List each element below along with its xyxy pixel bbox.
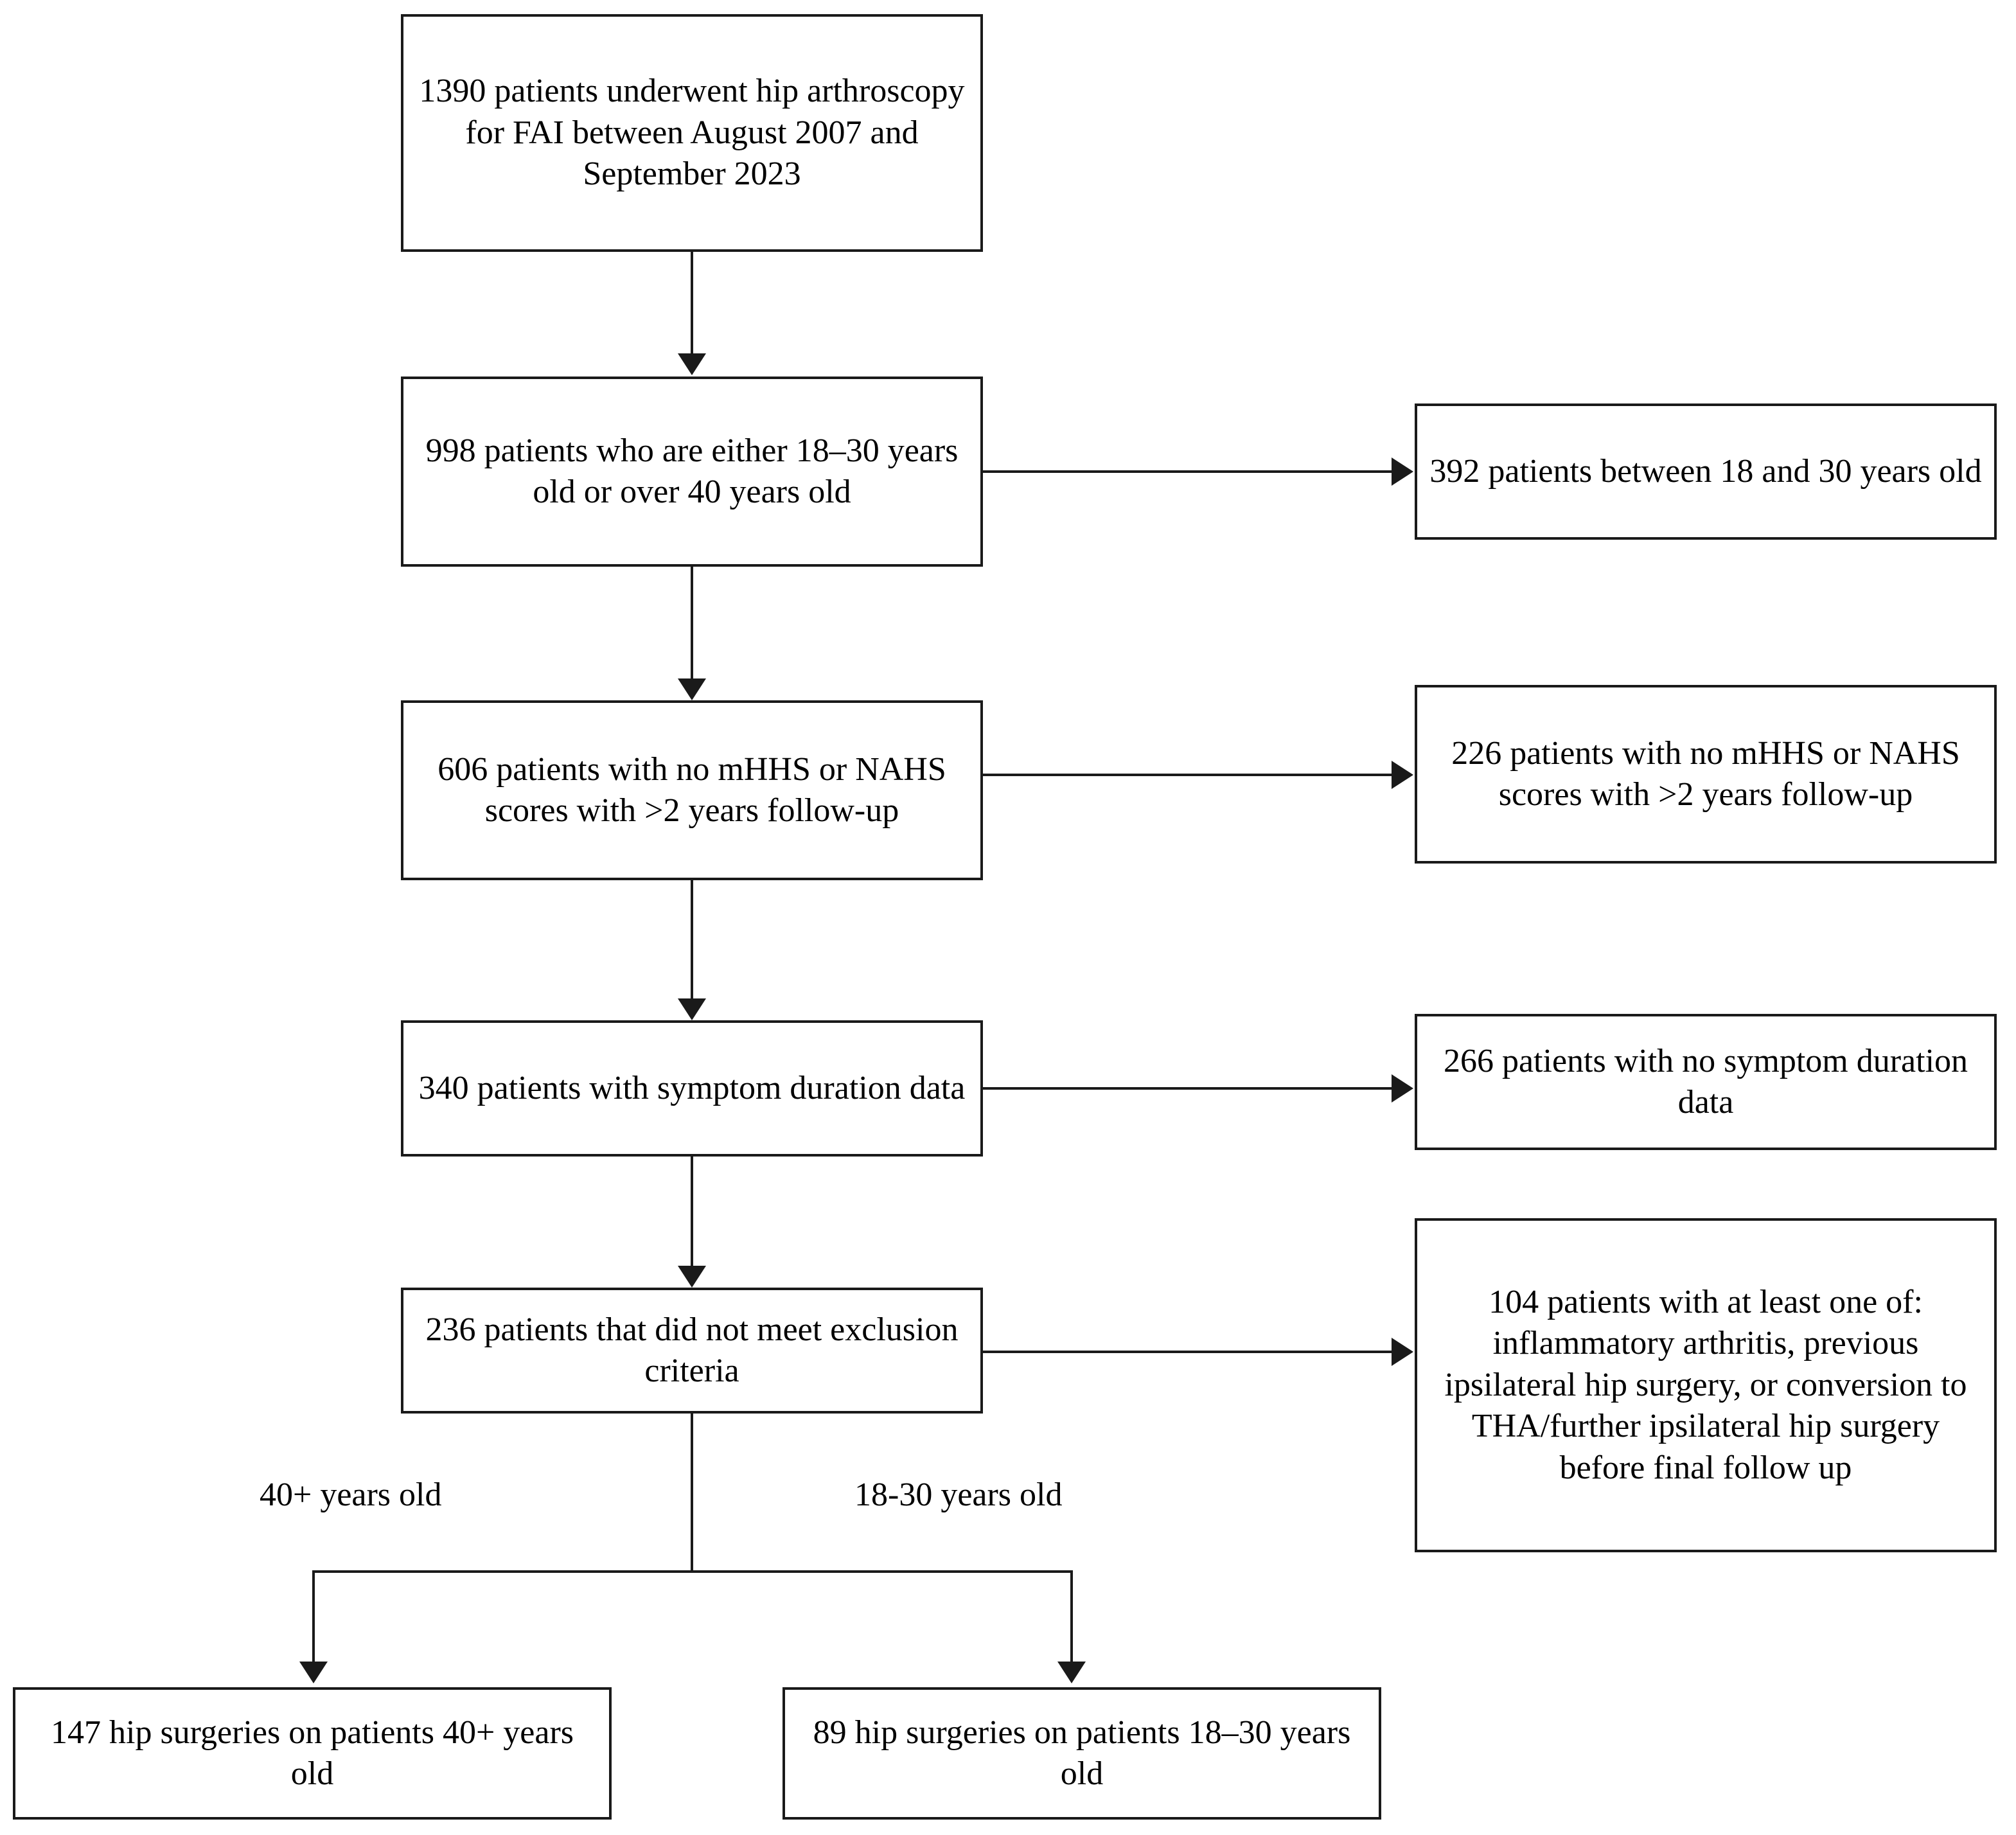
node-no-scores: 606 patients with no mHHS or NAHS scores… xyxy=(401,700,983,880)
connector-scores-to-symptom xyxy=(691,880,693,1000)
node-excluded-scores: 226 patients with no mHHS or NAHS scores… xyxy=(1415,685,1997,864)
arrow-symptom-to-exclusion xyxy=(678,1266,706,1288)
node-excluded-criteria-label: 104 patients with at least one of: infla… xyxy=(1444,1283,1967,1486)
arrow-exclusion-to-excluded xyxy=(1392,1338,1413,1366)
node-excluded-criteria: 104 patients with at least one of: infla… xyxy=(1415,1218,1997,1552)
node-symptom-duration: 340 patients with symptom duration data xyxy=(401,1020,983,1157)
branch-label-right: 18-30 years old xyxy=(854,1476,1063,1513)
node-excluded-scores-label: 226 patients with no mHHS or NAHS scores… xyxy=(1451,734,1960,813)
node-excluded-symptom: 266 patients with no symptom duration da… xyxy=(1415,1014,1997,1150)
connector-age-to-excluded xyxy=(983,470,1393,473)
arrow-age-to-excluded xyxy=(1392,457,1413,486)
branch-label-left: 40+ years old xyxy=(260,1476,442,1513)
node-cohort-younger-label: 89 hip surgeries on patients 18–30 years… xyxy=(813,1714,1351,1792)
node-symptom-duration-label: 340 patients with symptom duration data xyxy=(418,1069,966,1106)
node-excluded-age-label: 392 patients between 18 and 30 years old xyxy=(1429,452,1982,490)
arrow-symptom-to-excluded xyxy=(1392,1074,1413,1103)
node-cohort-older: 147 hip surgeries on patients 40+ years … xyxy=(13,1687,612,1820)
arrow-enrolled-to-age xyxy=(678,353,706,375)
connector-enrolled-to-age xyxy=(691,252,693,355)
connector-scores-to-excluded xyxy=(983,774,1393,776)
connector-symptom-to-exclusion xyxy=(691,1157,693,1267)
node-cohort-older-label: 147 hip surgeries on patients 40+ years … xyxy=(51,1714,574,1792)
node-enrolled-label: 1390 patients underwent hip arthroscopy … xyxy=(419,73,965,193)
connector-exclusion-stem xyxy=(691,1414,693,1573)
node-age-eligible: 998 patients who are either 18–30 years … xyxy=(401,377,983,567)
node-excluded-age: 392 patients between 18 and 30 years old xyxy=(1415,403,1997,540)
node-enrolled: 1390 patients underwent hip arthroscopy … xyxy=(401,14,983,252)
node-no-exclusion-label: 236 patients that did not meet exclusion… xyxy=(425,1311,959,1389)
node-age-eligible-label: 998 patients who are either 18–30 years … xyxy=(425,432,959,510)
arrow-split-left xyxy=(299,1662,328,1683)
connector-symptom-to-excluded xyxy=(983,1087,1393,1090)
node-excluded-symptom-label: 266 patients with no symptom duration da… xyxy=(1443,1042,1968,1121)
arrow-scores-to-symptom xyxy=(678,998,706,1020)
node-cohort-younger: 89 hip surgeries on patients 18–30 years… xyxy=(783,1687,1381,1820)
connector-split-bar xyxy=(312,1570,1073,1573)
arrow-age-to-scores xyxy=(678,678,706,700)
connector-split-right xyxy=(1070,1570,1073,1663)
connector-split-left xyxy=(312,1570,315,1663)
arrow-scores-to-excluded xyxy=(1392,761,1413,789)
connector-age-to-scores xyxy=(691,567,693,680)
node-no-scores-label: 606 patients with no mHHS or NAHS scores… xyxy=(438,750,946,829)
node-no-exclusion: 236 patients that did not meet exclusion… xyxy=(401,1288,983,1414)
connector-exclusion-to-excluded xyxy=(983,1351,1393,1353)
arrow-split-right xyxy=(1057,1662,1086,1683)
